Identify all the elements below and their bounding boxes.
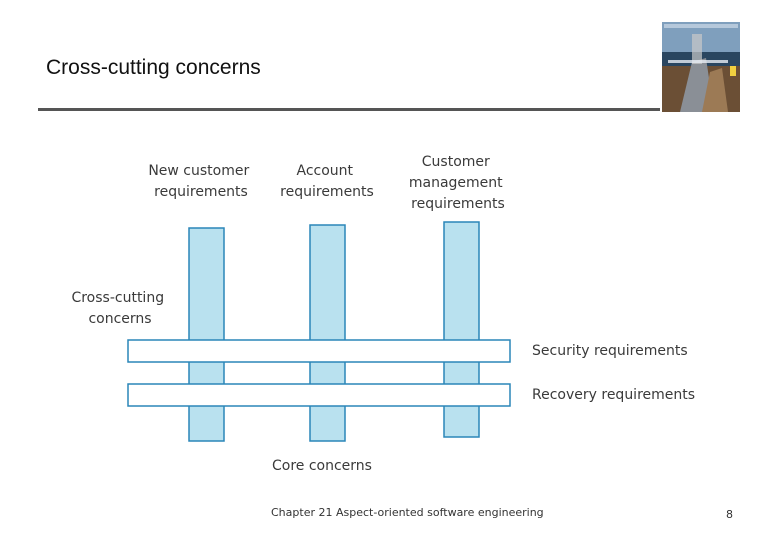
header-new-customer-line-1: New customer xyxy=(148,163,249,179)
label-security-requirements: Security requirements xyxy=(532,343,688,359)
crosscutting-label-line-1: Cross-cutting xyxy=(71,290,164,306)
title-divider xyxy=(38,108,660,111)
label-core-concerns: Core concerns xyxy=(272,458,372,474)
footer-chapter-text: Chapter 21 Aspect-oriented software engi… xyxy=(271,506,544,519)
header-new-customer: New customer requirements xyxy=(148,163,253,200)
header-customer-management: Customer management requirements xyxy=(409,154,507,212)
header-account-line-2: requirements xyxy=(280,184,374,200)
band-recovery xyxy=(127,383,511,407)
book-cover-image xyxy=(662,22,740,112)
band-security xyxy=(127,339,511,363)
page-number: 8 xyxy=(726,508,733,521)
header-customer-management-line-2: management xyxy=(409,175,503,191)
header-account: Account requirements xyxy=(280,163,374,200)
crosscutting-label: Cross-cutting concerns xyxy=(71,290,168,327)
core-bar-new-customer xyxy=(188,227,225,442)
crosscutting-label-line-2: concerns xyxy=(88,311,151,327)
header-new-customer-line-2: requirements xyxy=(154,184,248,200)
slide-title: Cross-cutting concerns xyxy=(46,56,261,79)
header-customer-management-line-3: requirements xyxy=(411,196,505,212)
label-recovery-requirements: Recovery requirements xyxy=(532,387,695,403)
core-bar-account xyxy=(309,224,346,442)
header-account-line-1: Account xyxy=(297,163,354,179)
header-customer-management-line-1: Customer xyxy=(422,154,490,170)
book-cover-art xyxy=(662,22,740,112)
